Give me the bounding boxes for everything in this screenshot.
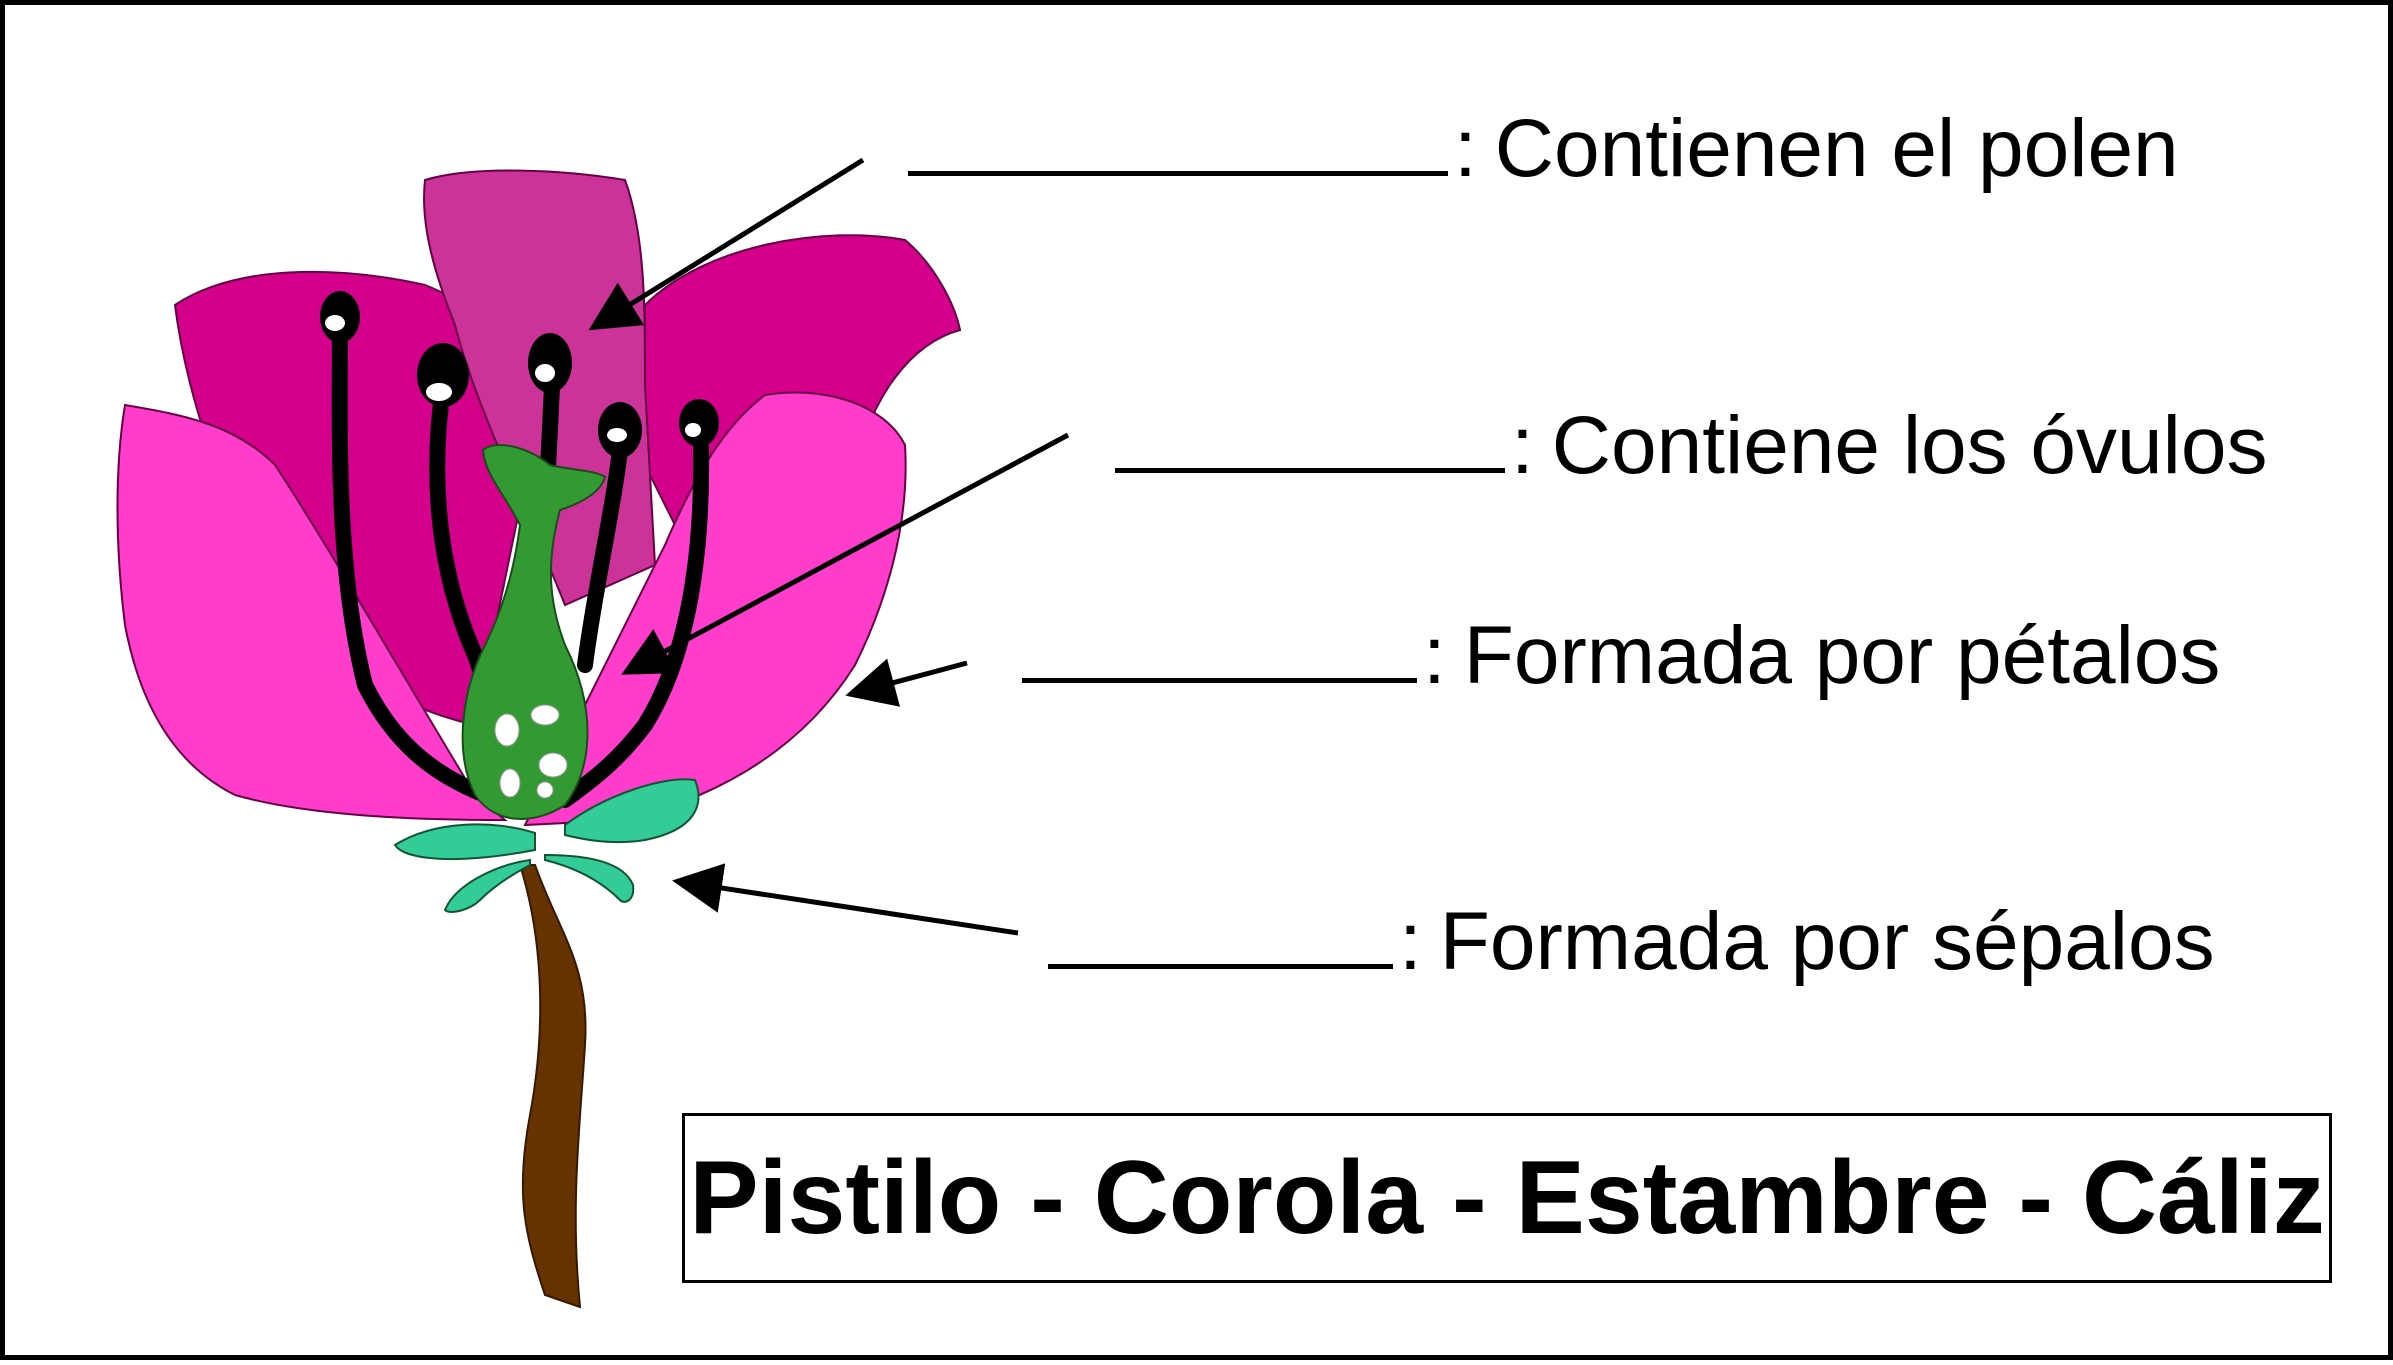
label-row-caliz: :Formada por sépalos	[1048, 901, 2215, 983]
ovules	[494, 704, 568, 799]
petal-front-right	[523, 391, 907, 827]
label-row-stamen: :Contienen el polen	[908, 108, 2179, 190]
label-description: Contienen el polen	[1494, 103, 2179, 194]
label-description: Contiene los óvulos	[1551, 400, 2268, 491]
label-colon: :	[1511, 400, 1534, 491]
flower-illustration	[116, 157, 1070, 1309]
answer-blank-stamen[interactable]	[908, 109, 1448, 176]
label-description: Formada por sépalos	[1439, 896, 2215, 987]
arrows	[588, 157, 1070, 936]
label-row-pistil: :Contiene los óvulos	[1115, 405, 2267, 487]
label-description: Formada por pétalos	[1463, 610, 2221, 701]
arrow-corola	[845, 658, 968, 707]
answer-blank-corola[interactable]	[1022, 616, 1417, 683]
arrow-stamen	[588, 157, 865, 331]
answer-blank-pistil[interactable]	[1115, 406, 1505, 473]
arrow-caliz	[672, 863, 1019, 936]
answer-blank-caliz[interactable]	[1048, 902, 1393, 969]
label-colon: :	[1423, 610, 1446, 701]
label-colon: :	[1454, 103, 1477, 194]
label-colon: :	[1399, 896, 1422, 987]
pollen	[325, 315, 701, 442]
sepals	[393, 778, 700, 913]
label-row-corola: :Formada por pétalos	[1022, 615, 2220, 697]
petal-front-left	[116, 403, 508, 822]
word-bank: Pistilo - Corola - Estambre - Cáliz	[682, 1113, 2332, 1283]
arrow-pistil	[621, 432, 1070, 675]
stem	[518, 864, 587, 1309]
